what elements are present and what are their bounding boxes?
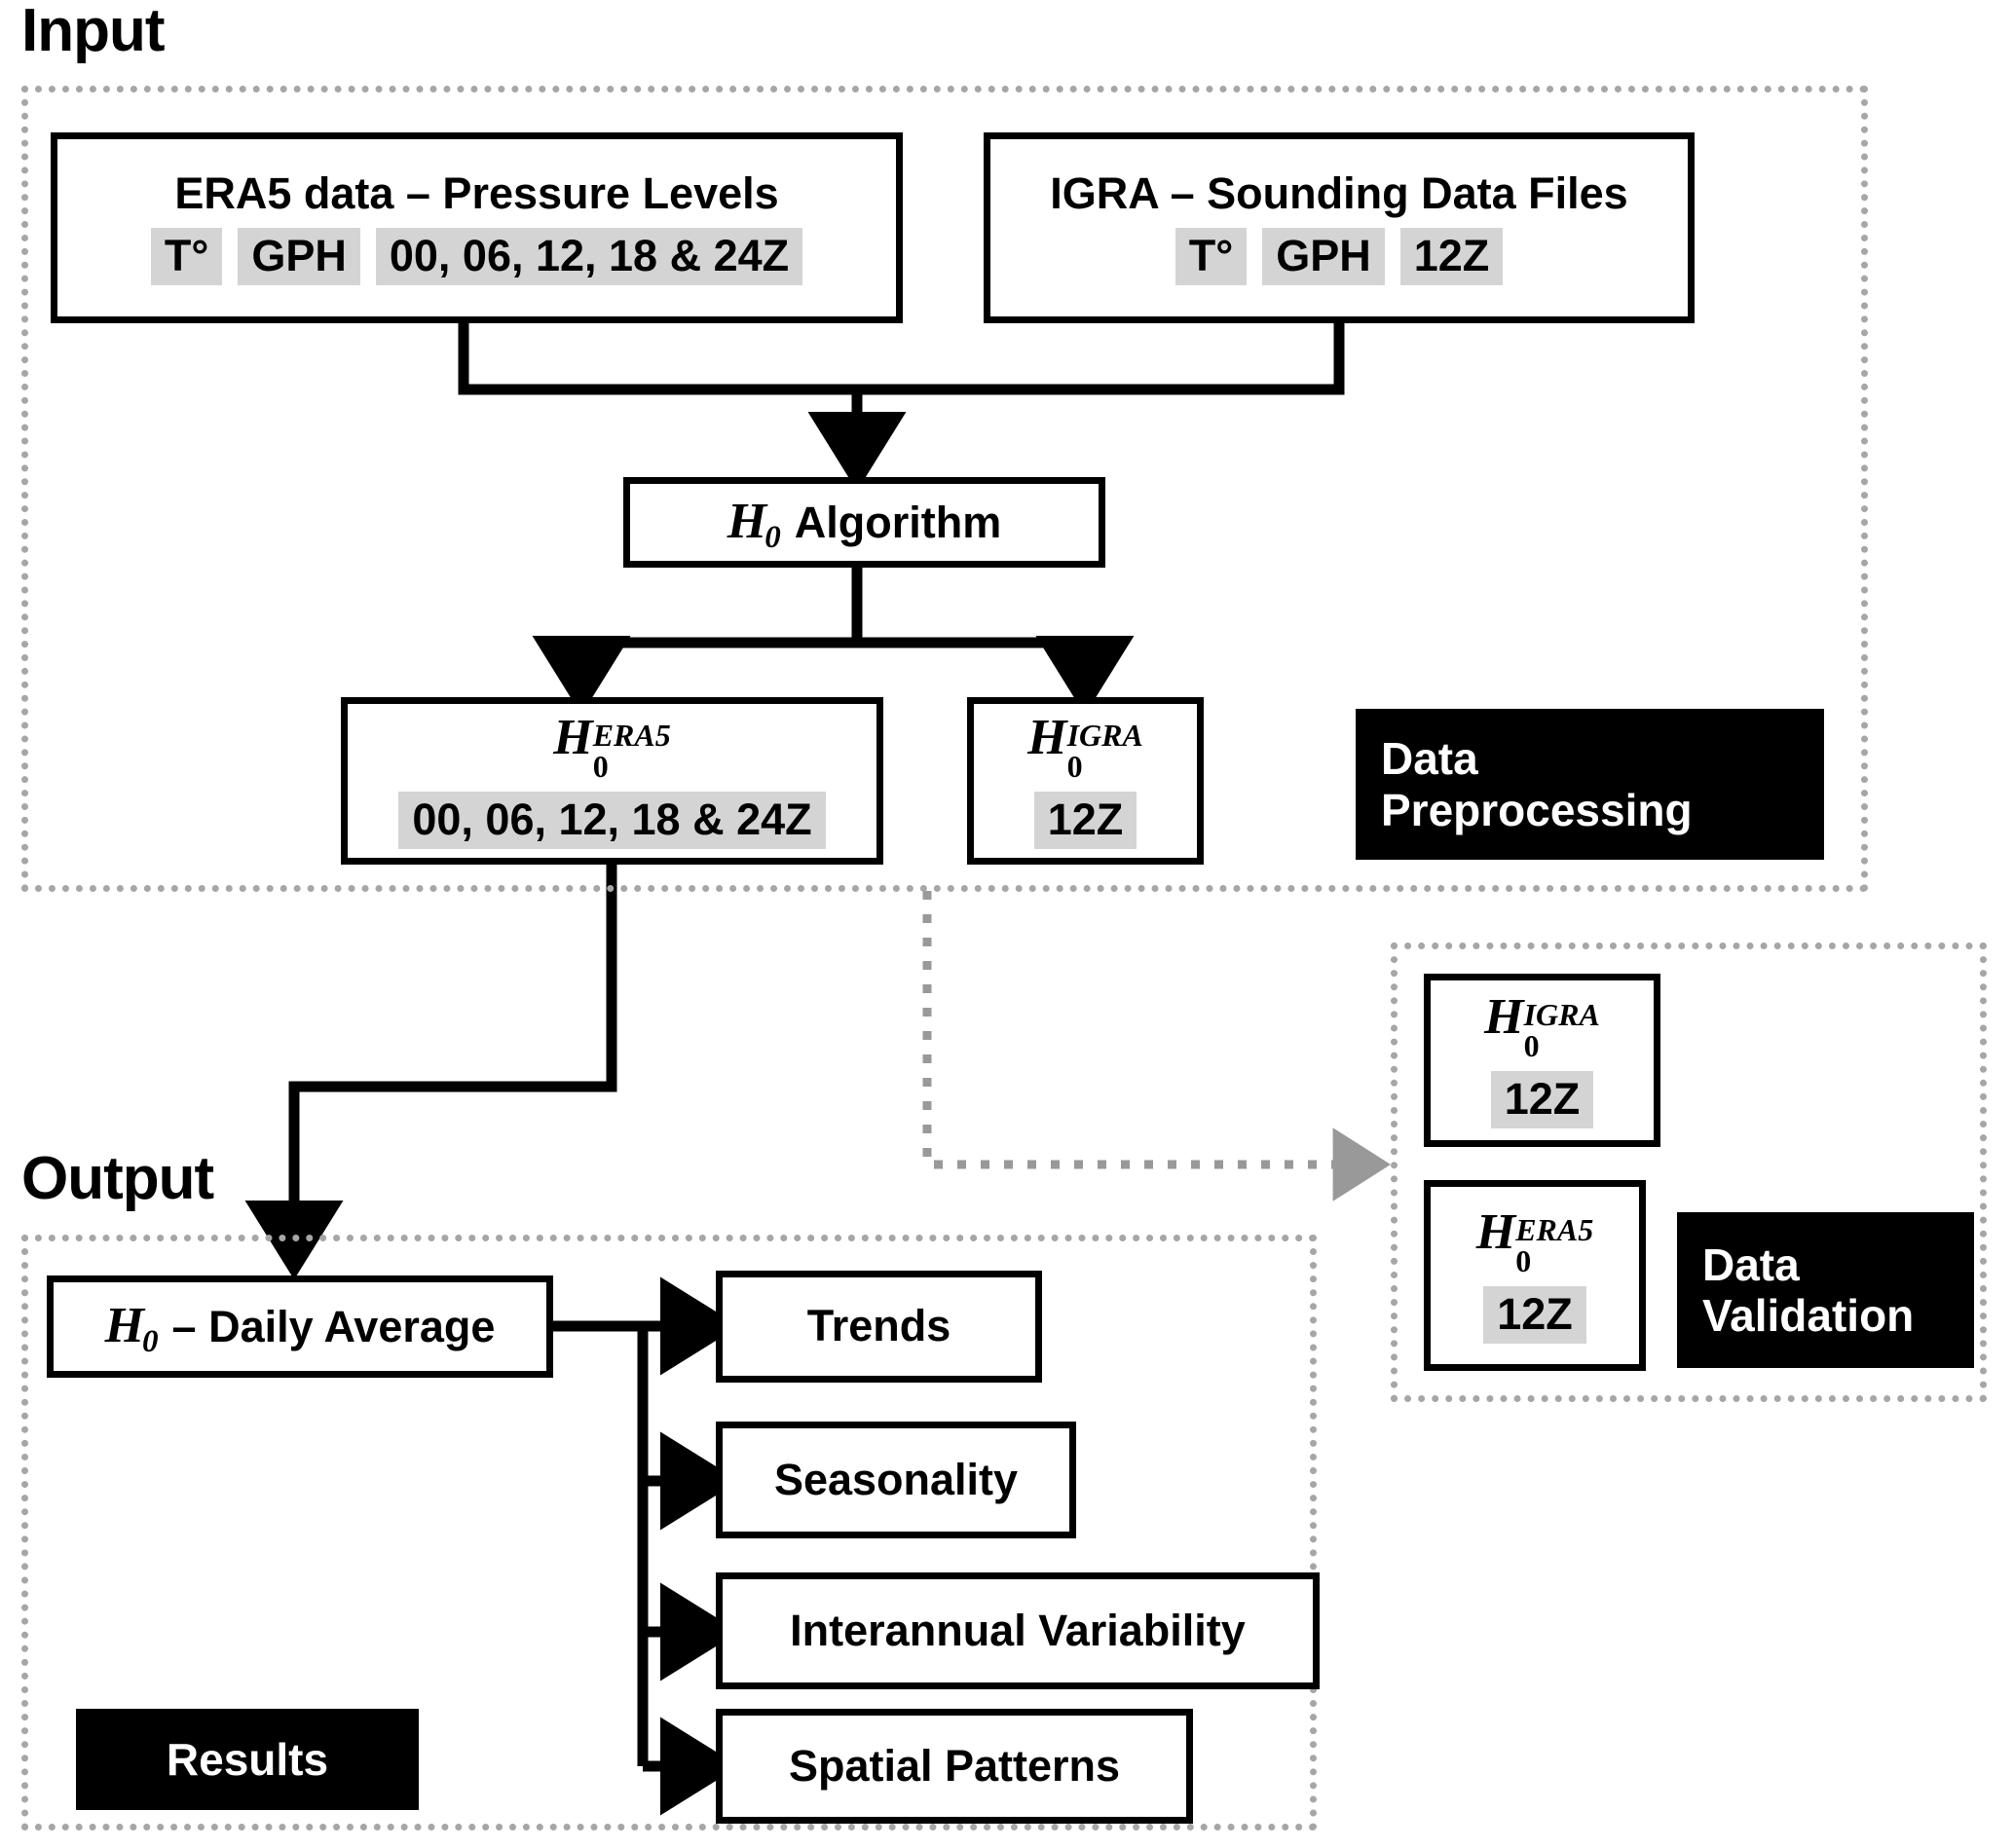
validation-igra-chip-hour: 12Z <box>1490 1071 1594 1128</box>
result-label-interannual: Interannual Variability <box>790 1605 1246 1655</box>
era5-chip-hours: 00, 06, 12, 18 & 24Z <box>375 227 803 285</box>
section-title-output: Output <box>21 1145 214 1212</box>
algorithm-word: Algorithm <box>794 498 1002 547</box>
validation-era5-symbol: H ERA5 0 <box>1475 1204 1594 1278</box>
h0-era5-chip-row: 00, 06, 12, 18 & 24Z <box>398 792 826 849</box>
validation-era5-script: ERA5 0 <box>1515 1212 1594 1278</box>
node-result-seasonality[interactable]: Seasonality <box>716 1422 1076 1538</box>
panel-results <box>21 1235 1317 1830</box>
daily-average-text: – Daily Average <box>171 1302 496 1351</box>
result-label-spatial: Spatial Patterns <box>788 1740 1121 1791</box>
era5-chip-gph: GPH <box>238 227 360 285</box>
validation-era5-chip-row: 12Z <box>1483 1286 1586 1344</box>
validation-igra-script: IGRA 0 <box>1523 997 1600 1063</box>
node-validation-h0-era5[interactable]: H ERA5 0 12Z <box>1424 1180 1646 1371</box>
h0-igra-chip-row: 12Z <box>1033 792 1137 849</box>
validation-igra-symbol: H IGRA 0 <box>1484 989 1600 1063</box>
igra-chip-temperature: T° <box>1174 227 1248 285</box>
igra-title: IGRA – Sounding Data Files <box>1050 168 1628 219</box>
node-result-interannual-variability[interactable]: Interannual Variability <box>716 1572 1320 1689</box>
data-preprocessing-line1: Data <box>1381 733 1478 785</box>
data-preprocessing-line2: Preprocessing <box>1381 784 1693 835</box>
node-igra-source[interactable]: IGRA – Sounding Data Files T° GPH 12Z <box>984 132 1695 323</box>
wire-input-to-validation <box>922 891 1392 1201</box>
era5-title: ERA5 data – Pressure Levels <box>174 168 779 219</box>
igra-chip-gph: GPH <box>1262 227 1385 285</box>
igra-chip-row: T° GPH 12Z <box>1174 227 1504 285</box>
h0-era5-symbol: H ERA5 0 <box>553 710 671 784</box>
label-results: Results <box>76 1709 419 1810</box>
node-era5-source[interactable]: ERA5 data – Pressure Levels T° GPH 00, 0… <box>51 132 903 323</box>
label-data-preprocessing: Data Preprocessing <box>1356 709 1824 860</box>
igra-chip-hour: 12Z <box>1399 227 1504 285</box>
h0-igra-script: IGRA 0 <box>1066 718 1143 784</box>
panel-data-validation <box>1391 942 1987 1402</box>
validation-era5-chip-hour: 12Z <box>1483 1286 1586 1344</box>
results-text: Results <box>166 1733 329 1785</box>
era5-chip-temperature: T° <box>150 227 223 285</box>
node-validation-h0-igra[interactable]: H IGRA 0 12Z <box>1424 974 1660 1147</box>
data-validation-line2: Validation <box>1702 1290 1915 1341</box>
wire-era5-to-daily-average <box>244 865 617 1280</box>
panel-data-preprocessing <box>21 86 1868 892</box>
data-validation-line1: Data <box>1702 1238 1800 1290</box>
label-data-validation: Data Validation <box>1677 1212 1974 1368</box>
node-result-trends[interactable]: Trends <box>716 1271 1042 1383</box>
h0-era5-script: ERA5 0 <box>592 718 671 784</box>
node-h0-era5[interactable]: H ERA5 0 00, 06, 12, 18 & 24Z <box>341 697 883 865</box>
node-result-spatial-patterns[interactable]: Spatial Patterns <box>716 1709 1193 1824</box>
section-title-input: Input <box>21 0 165 64</box>
era5-chip-row: T° GPH 00, 06, 12, 18 & 24Z <box>150 227 803 285</box>
validation-igra-chip-row: 12Z <box>1490 1071 1594 1128</box>
h0-igra-chip-hour: 12Z <box>1033 792 1137 849</box>
result-label-seasonality: Seasonality <box>773 1454 1019 1504</box>
node-h0-igra[interactable]: H IGRA 0 12Z <box>967 697 1204 865</box>
result-label-trends: Trends <box>806 1301 951 1351</box>
h0-era5-chip-hours: 00, 06, 12, 18 & 24Z <box>398 792 826 849</box>
h0-igra-symbol: H IGRA 0 <box>1027 710 1143 784</box>
